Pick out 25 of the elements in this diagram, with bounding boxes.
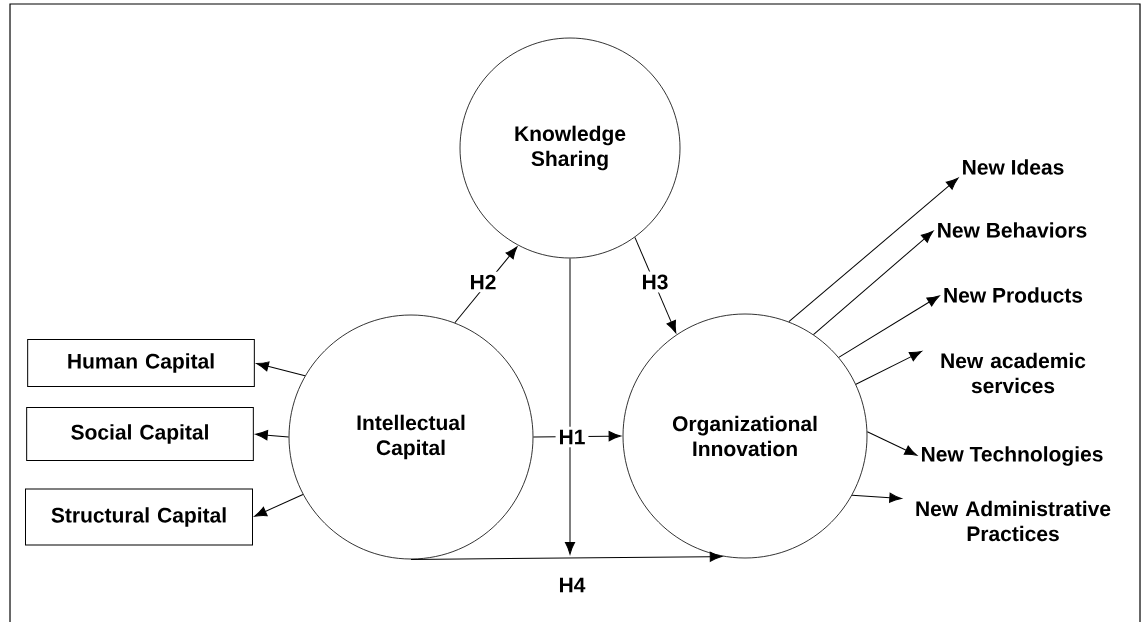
arrow xyxy=(254,493,304,517)
indicator-box: Human Capital xyxy=(27,339,255,387)
arrow xyxy=(855,351,923,385)
indicator-box: Social Capital xyxy=(26,407,254,461)
arrow xyxy=(838,295,940,358)
edge-label: H3 xyxy=(638,271,672,293)
edge-label: H2 xyxy=(466,271,500,293)
outcome-label: New Behaviors xyxy=(938,222,1087,238)
arrow xyxy=(256,361,306,377)
arrow xyxy=(788,177,959,323)
arrow xyxy=(410,551,723,562)
arrow xyxy=(866,431,918,456)
arrow xyxy=(634,236,677,334)
arrow xyxy=(812,230,934,336)
indicator-box: Structural Capital xyxy=(25,488,253,546)
arrow xyxy=(255,430,290,441)
edge-label: H4 xyxy=(555,574,589,596)
outcome-label: New Ideas xyxy=(963,159,1064,175)
outcome-label: New Administrative Practices xyxy=(916,500,1111,542)
edge-label: H1 xyxy=(555,426,589,448)
arrow xyxy=(851,492,902,503)
outcome-label: New Products xyxy=(944,287,1083,303)
arrow xyxy=(564,257,576,555)
outcome-label: New academic services xyxy=(941,352,1086,394)
outcome-label: New Technologies xyxy=(922,446,1103,466)
